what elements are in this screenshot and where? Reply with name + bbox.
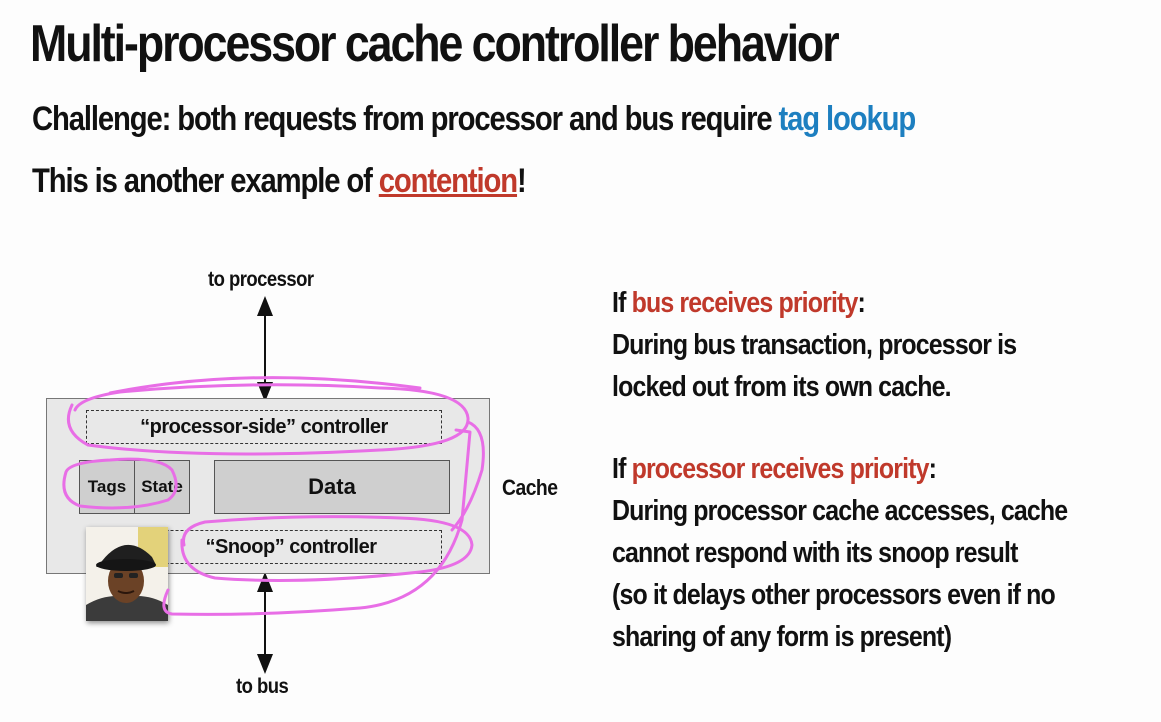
to-processor-label: to processor: [208, 268, 314, 291]
bus-colon: :: [857, 287, 866, 319]
slide-title: Multi-processor cache controller behavio…: [30, 15, 840, 73]
bus-priority-line: locked out from its own cache.: [612, 371, 952, 403]
contention-highlight: contention: [378, 162, 518, 200]
proc-colon: :: [928, 453, 937, 485]
data-box: Data: [214, 460, 450, 514]
bus-priority-highlight: bus receives priority: [631, 287, 859, 319]
data-label: Data: [308, 474, 356, 499]
contention-suffix: !: [517, 162, 527, 200]
contention-text: This is another example of: [32, 162, 379, 200]
processor-priority-block: If processor receives priority: During p…: [612, 448, 1068, 658]
processor-priority-line: cannot respond with its snoop result: [612, 537, 1018, 569]
connector-scribble: [162, 420, 485, 616]
bus-priority-heading: If bus receives priority:: [612, 282, 1016, 324]
snoop-label: “Snoop” controller: [205, 535, 378, 558]
challenge-line: Challenge: both requests from processor …: [32, 100, 917, 139]
to-bus-label: to bus: [236, 675, 289, 698]
contention-line: This is another example of contention!: [32, 162, 527, 201]
proc-if: If: [612, 453, 632, 485]
processor-priority-line: (so it delays other processors even if n…: [612, 579, 1056, 611]
tags-box: Tags: [79, 460, 135, 514]
processor-side-scribble: [67, 376, 470, 456]
tags-label: Tags: [87, 477, 127, 496]
processor-priority-line: sharing of any form is present): [612, 621, 952, 653]
processor-priority-highlight: processor receives priority: [631, 453, 930, 485]
snoop-scribble: [180, 515, 474, 582]
processor-priority-heading: If processor receives priority:: [612, 448, 1067, 490]
challenge-text: Challenge: both requests from processor …: [32, 100, 779, 138]
processor-priority-line: During processor cache accesses, cache: [612, 495, 1068, 527]
state-label: State: [141, 477, 183, 496]
cache-label: Cache: [502, 475, 558, 500]
processor-side-controller: “processor-side” controller: [86, 410, 442, 444]
processor-side-label: “processor-side” controller: [140, 415, 388, 438]
bus-priority-line: During bus transaction, processor is: [612, 329, 1017, 361]
tags-scribble: [62, 457, 178, 510]
bus-priority-block: If bus receives priority: During bus tra…: [612, 282, 1017, 408]
tag-lookup-highlight: tag lookup: [778, 100, 917, 138]
avatar-photo: [86, 527, 168, 621]
bus-if: If: [612, 287, 632, 319]
